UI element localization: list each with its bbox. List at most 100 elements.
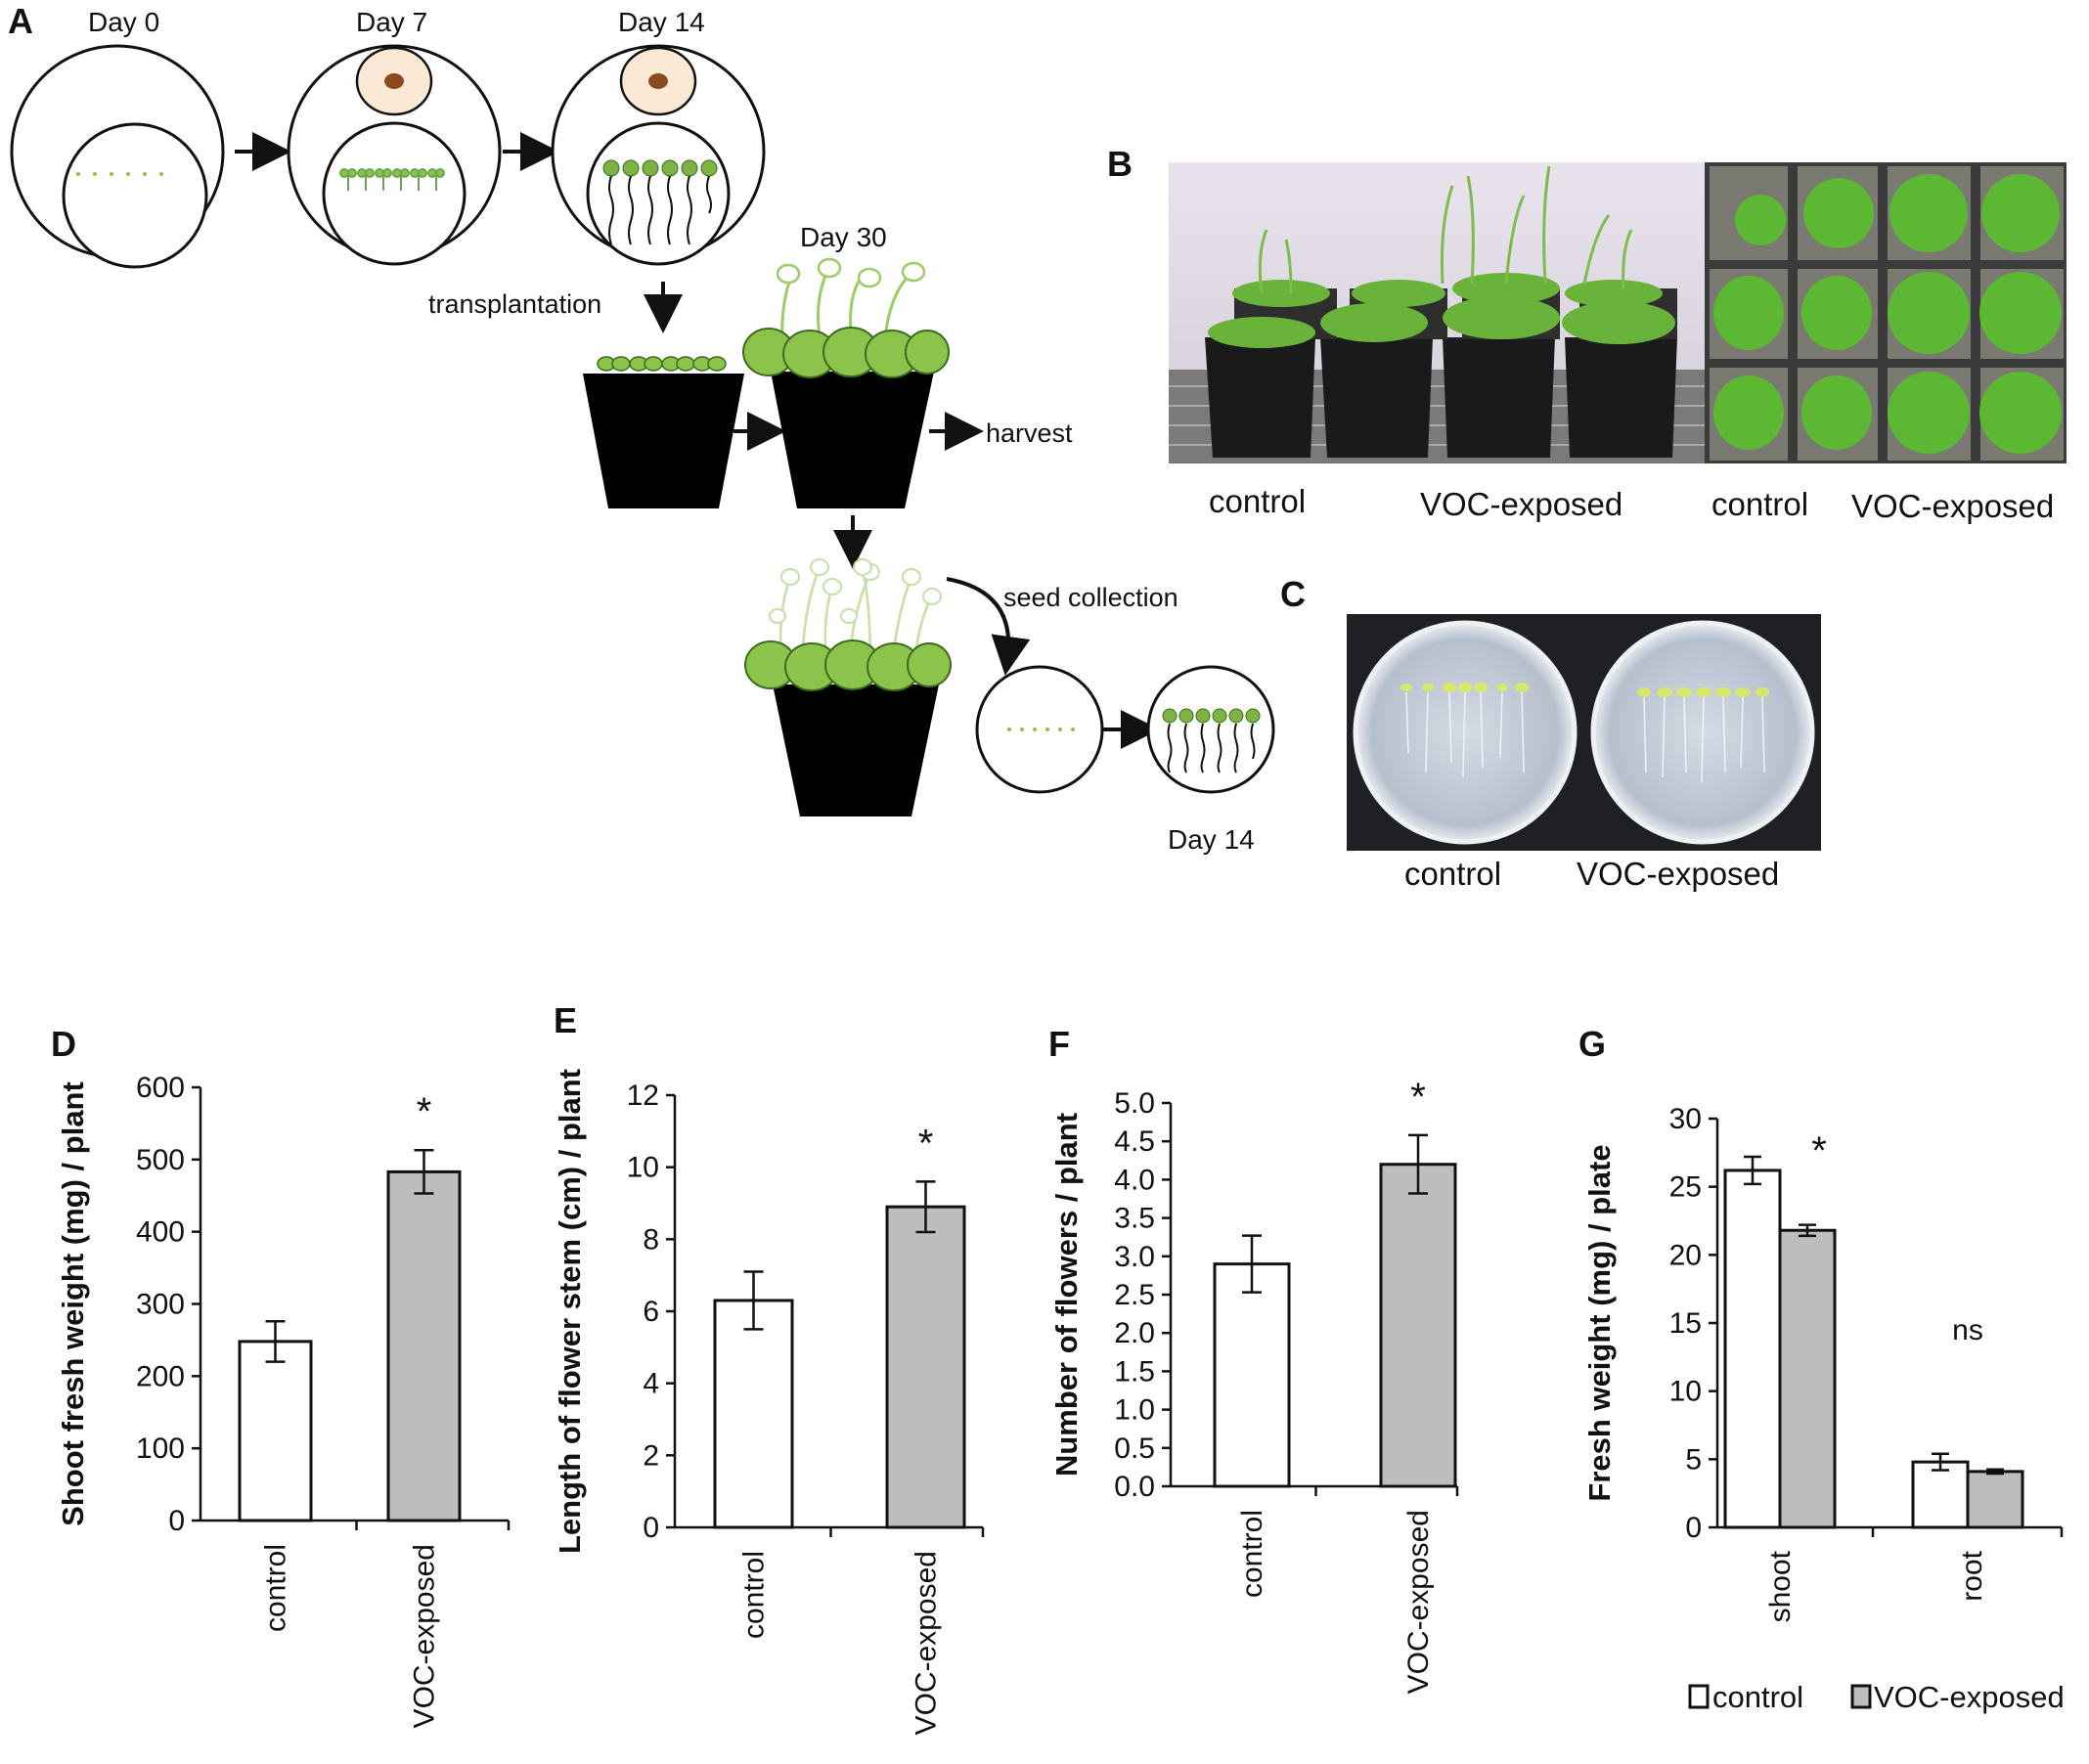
bar-control <box>238 1340 313 1522</box>
y-axis-title: Length of flower stem (cm) / plant <box>553 1069 587 1554</box>
bar-control <box>713 1299 794 1529</box>
y-tick-label: 0 <box>643 1512 659 1544</box>
x-category-label: VOC-exposed <box>911 1551 943 1735</box>
legend-swatch-control <box>1688 1684 1710 1709</box>
panel-b-caption-control-1: control <box>1209 483 1306 519</box>
next-gen-seed-plate <box>975 665 1104 794</box>
bar-root-control <box>1911 1460 1970 1529</box>
y-tick-label: 15 <box>1669 1307 1702 1340</box>
small-pot-seedlings <box>597 356 727 372</box>
x-category-label: control <box>1236 1510 1268 1598</box>
seed-collection-label: seed collection <box>1003 583 1178 612</box>
y-tick-label: 4.5 <box>1114 1125 1155 1158</box>
panel-c-letter: C <box>1280 574 1306 614</box>
y-tick-label: 5.0 <box>1114 1087 1155 1120</box>
y-axis-title: Number of flowers / plant <box>1049 1113 1084 1477</box>
day30-label: Day 30 <box>800 222 887 252</box>
day14-inner-plate <box>586 121 731 266</box>
flowering-plant <box>744 558 952 691</box>
legend-label-voc: VOC-exposed <box>1874 1680 2065 1714</box>
large-pot <box>771 372 934 508</box>
y-tick-label: 12 <box>627 1080 659 1112</box>
bar-voc-exposed <box>885 1205 966 1529</box>
arrow-seed-collection <box>946 577 1031 676</box>
y-tick-label: 600 <box>136 1072 185 1104</box>
significance-star: * <box>918 1122 934 1165</box>
significance-ns: ns <box>1952 1314 1983 1346</box>
day7-label: Day 7 <box>356 7 427 37</box>
significance-star: * <box>417 1090 432 1133</box>
y-tick-label: 300 <box>136 1289 185 1321</box>
panel-letter-g: G <box>1578 1024 1606 1064</box>
x-category-label: VOC-exposed <box>409 1544 441 1728</box>
petri-photo-voc <box>1584 614 1821 851</box>
legend-label-control: control <box>1712 1680 1803 1714</box>
bar-shoot-voc-exposed <box>1778 1228 1837 1529</box>
y-tick-label: 200 <box>136 1360 185 1392</box>
next-gen-seedlings <box>1162 708 1261 773</box>
y-tick-label: 10 <box>627 1152 659 1184</box>
top-view-photo <box>1705 162 2067 463</box>
panel-b-caption-voc-1: VOC-exposed <box>1420 486 1622 522</box>
day7-seedlings <box>339 168 445 191</box>
day14-seedlings <box>602 159 718 245</box>
y-tick-label: 25 <box>1669 1171 1702 1204</box>
significance-star: * <box>1410 1076 1426 1119</box>
y-tick-label: 8 <box>643 1223 659 1256</box>
panel-b-letter: B <box>1107 144 1133 184</box>
y-tick-label: 1.0 <box>1114 1394 1155 1427</box>
day7-inner-plate <box>322 121 467 266</box>
day0-inner-plate <box>62 122 208 269</box>
day7-bacteria-colony <box>384 73 404 89</box>
day0-seeds <box>76 172 163 176</box>
y-tick-label: 1.5 <box>1114 1355 1155 1388</box>
legend: control VOC-exposed <box>1688 1680 2065 1714</box>
y-tick-label: 2.0 <box>1114 1317 1155 1349</box>
next-gen-day14-plate <box>1146 665 1275 794</box>
small-pot <box>583 374 744 508</box>
x-category-label: control <box>260 1544 292 1632</box>
panel-a: A Day 0 Day 7 Day 14 <box>8 1 1275 855</box>
x-category-label: control <box>738 1551 771 1639</box>
day14-bacteria-colony <box>648 73 668 89</box>
legend-swatch-voc <box>1850 1684 1872 1709</box>
y-tick-label: 500 <box>136 1144 185 1176</box>
y-tick-label: 3.5 <box>1114 1203 1155 1235</box>
y-tick-label: 100 <box>136 1433 185 1465</box>
next-gen-seeds <box>1007 728 1075 731</box>
harvest-label: harvest <box>986 419 1073 448</box>
bar-shoot-control <box>1723 1169 1782 1529</box>
panel-a-letter: A <box>8 1 33 41</box>
panel-letter-f: F <box>1048 1024 1070 1064</box>
y-tick-label: 4 <box>643 1368 659 1400</box>
x-category-label: VOC-exposed <box>1402 1510 1435 1694</box>
panel-letter-e: E <box>554 1000 577 1040</box>
panel-b-caption-voc-2: VOC-exposed <box>1851 488 2054 524</box>
transplantation-label: transplantation <box>428 289 601 319</box>
chart-f: F0.00.51.01.52.02.53.03.54.04.55.0Number… <box>1048 1024 1459 1694</box>
bar-voc-exposed <box>386 1169 462 1522</box>
y-tick-label: 30 <box>1669 1103 1702 1135</box>
y-tick-label: 5 <box>1685 1443 1702 1476</box>
y-tick-label: 0.0 <box>1114 1471 1155 1503</box>
day14-label: Day 14 <box>618 7 705 37</box>
bar-control <box>1213 1262 1291 1488</box>
y-tick-label: 10 <box>1669 1376 1702 1408</box>
y-tick-label: 4.0 <box>1114 1164 1155 1196</box>
y-tick-label: 3.0 <box>1114 1241 1155 1273</box>
x-category-label: root <box>1956 1550 1988 1601</box>
bar-root-voc-exposed <box>1966 1470 2024 1529</box>
y-axis-title: Shoot fresh weight (mg) / plant <box>56 1081 90 1526</box>
x-category-label: shoot <box>1764 1550 1797 1622</box>
panel-c-caption-voc: VOC-exposed <box>1577 856 1779 892</box>
day0-label: Day 0 <box>88 7 159 37</box>
large-pot-plant <box>742 257 950 378</box>
flowering-pot <box>773 684 939 816</box>
y-tick-label: 2 <box>643 1439 659 1472</box>
side-view-photo <box>1169 162 1705 463</box>
y-tick-label: 0 <box>168 1505 185 1537</box>
